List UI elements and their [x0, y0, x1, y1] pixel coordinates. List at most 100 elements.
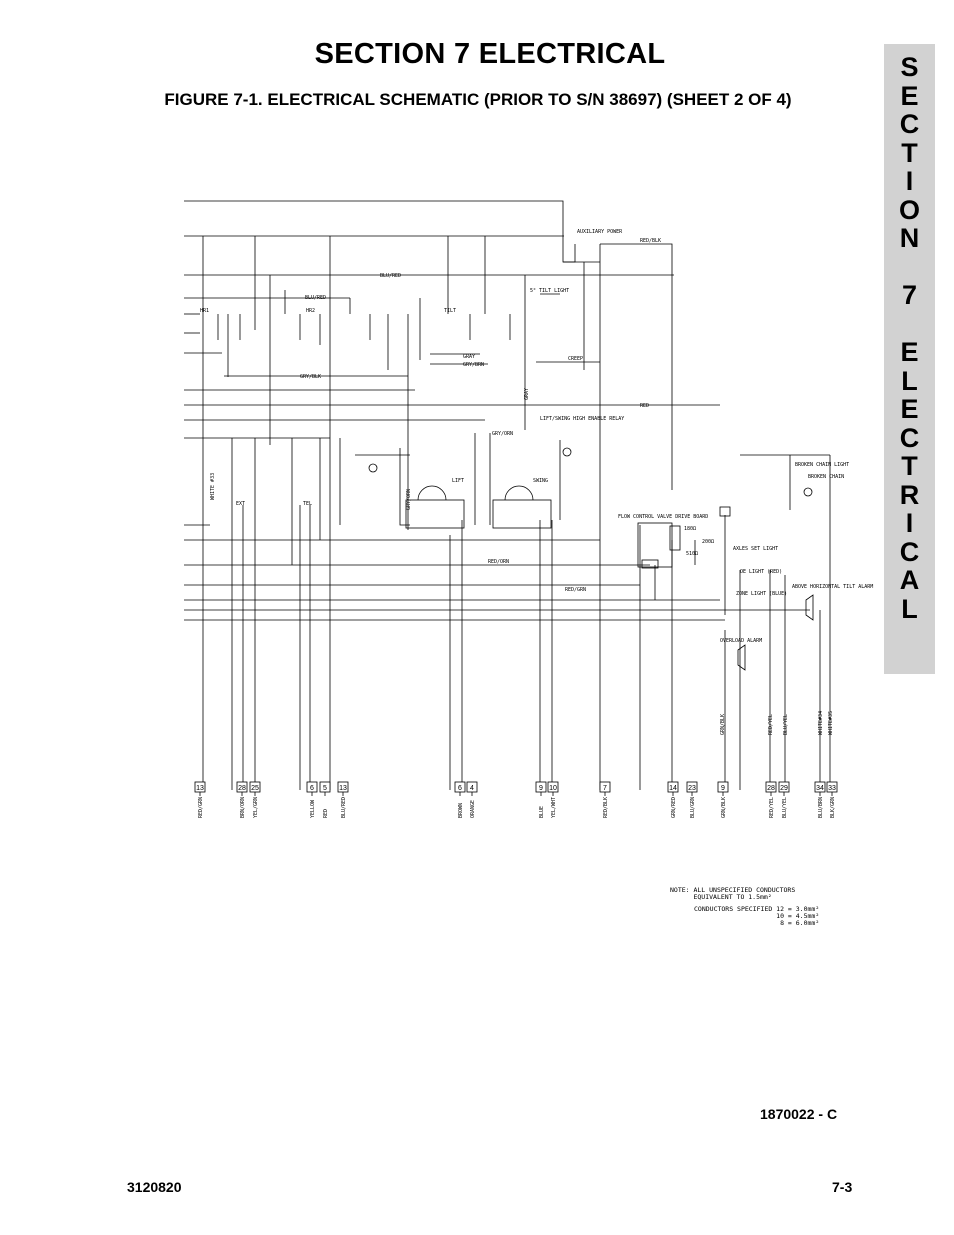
figure-title: FIGURE 7-1. ELECTRICAL SCHEMATIC (PRIOR …: [164, 90, 792, 109]
label-overload-alarm: OVERLOAD ALARM: [720, 638, 762, 644]
connector-wire-label: YELLOW: [310, 799, 316, 818]
wire-gry-orn-vertical: GRY/ORN: [406, 489, 412, 510]
wire-white-35-vertical: WHITE#35: [828, 711, 834, 735]
connector-wire-label: BLU/YEL: [782, 797, 788, 818]
side-tab-letter: C: [899, 536, 920, 567]
connector-number: 13: [196, 785, 204, 792]
connector-number: 33: [828, 785, 836, 792]
drawing-number: 1870022 - C: [760, 1106, 838, 1122]
side-tab-letter: I: [905, 508, 914, 538]
footer-page-number: 7-3: [832, 1179, 853, 1195]
connector-number: 34: [816, 785, 824, 792]
wire-red-yel-vertical: RED/YEL: [768, 714, 774, 735]
note-line-1: NOTE: ALL UNSPECIFIED CONDUCTORS: [670, 886, 796, 894]
note-line-4: 10 = 4.5mm²: [694, 912, 820, 920]
component-labels: AUXILIARY POWER 5° TILT LIGHT CREEP LIFT…: [200, 229, 873, 644]
wire-red: RED: [640, 403, 649, 409]
label-tilt-alarm: ABOVE HORIZONTAL TILT ALARM: [792, 584, 873, 590]
connector-wire-label: BLU/BRN: [818, 797, 824, 818]
connector-number: 9: [539, 785, 543, 792]
side-tab-letter: 7: [901, 280, 918, 310]
wire-labels: RED/BLK BLU/RED BLU/RED GRAY GRY/BRN GRY…: [300, 238, 834, 735]
side-tab-letter: T: [901, 137, 918, 168]
connector-number: 6: [458, 785, 462, 792]
wire-gray-vertical: GRAY: [524, 388, 530, 400]
label-broken-chain: BROKEN CHAIN: [808, 474, 844, 480]
label-tilt: TILT: [444, 308, 456, 314]
label-hr1: HR1: [200, 308, 209, 314]
label-lift-swing-relay: LIFT/SWING HIGH ENABLE RELAY: [540, 416, 624, 422]
wire-red-orn: RED/ORN: [488, 559, 509, 565]
note-line-2: EQUIVALENT TO 1.5mm²: [670, 893, 772, 901]
wire-blu-red: BLU/RED: [380, 273, 401, 279]
connector-wire-label: BLU/GRN: [690, 797, 696, 818]
note-line-5: 8 = 6.0mm²: [694, 919, 820, 927]
label-zone-light: ZONE LIGHT (BLUE): [736, 591, 787, 597]
side-tab-letter: E: [900, 337, 919, 367]
connector-wire-label: YEL/GRN: [253, 797, 259, 818]
connector-number: 28: [767, 785, 775, 792]
side-tab-letter: E: [900, 394, 919, 424]
label-white-33: WHITE #33: [210, 473, 216, 500]
wire-red-grn: RED/GRN: [565, 587, 586, 593]
side-tab-letter: C: [899, 109, 920, 139]
wire-grn-blk-vertical: GRN/BLK: [720, 714, 726, 735]
connector-wire-label: BLU/RED: [341, 797, 347, 818]
connector-number: 4: [470, 785, 474, 792]
section-title: SECTION 7 ELECTRICAL: [314, 38, 666, 70]
connector-wire-label: BLK/GRN: [830, 797, 836, 818]
side-tab-letter: C: [899, 422, 920, 453]
label-axles-set-light: AXLES SET LIGHT: [733, 546, 778, 552]
label-auxiliary-power: AUXILIARY POWER: [577, 229, 623, 235]
connector-number: 5: [323, 785, 327, 792]
side-tab-letter: T: [901, 451, 918, 481]
side-tab-letter: S: [900, 52, 919, 82]
connector-wire-label: RED/GRN: [198, 797, 204, 818]
connector-number: 14: [669, 785, 677, 792]
connector-number: 28: [238, 785, 246, 792]
wire-white-34-vertical: WHITE#34: [818, 711, 824, 735]
label-res-200: 200Ω: [702, 539, 714, 545]
side-tab-letter: E: [900, 80, 919, 111]
wire-gry-blk: GRY/BLK: [300, 374, 321, 380]
wire-gry-brn: GRY/BRN: [463, 362, 484, 368]
connector-number: 25: [251, 785, 259, 792]
connector-number: 9: [721, 785, 725, 792]
label-oe-light: OE LIGHT (RED): [740, 569, 782, 575]
side-tab-letter: R: [899, 479, 920, 510]
footer-manual-number: 3120820: [127, 1179, 182, 1195]
connector-wire-label: GRN/BLK: [721, 797, 727, 818]
connector-wire-label: RED/BLK: [603, 797, 609, 818]
connector-wire-label: ORANGE: [470, 800, 476, 818]
connector-wire-label: BLUE: [539, 806, 545, 818]
connector-number: 13: [339, 785, 347, 792]
label-tilt-light: 5° TILT LIGHT: [530, 288, 569, 294]
wire-gray: GRAY: [463, 354, 475, 360]
label-tel: TEL: [303, 501, 312, 507]
note-line-3: CONDUCTORS SPECIFIED 12 = 3.0mm²: [694, 905, 820, 913]
connector-number: 10: [549, 785, 557, 792]
label-lift: LIFT: [452, 478, 464, 484]
connector-number: 29: [780, 785, 788, 792]
wire-gry-orn: GRY/ORN: [492, 431, 513, 437]
wiring: [184, 200, 831, 790]
label-hr2: HR2: [306, 308, 315, 314]
side-tab-letter: L: [901, 365, 918, 396]
label-swing: SWING: [533, 478, 548, 484]
label-res-180: 180Ω: [684, 526, 696, 532]
connector-number: 23: [688, 785, 696, 792]
connector-wire-label: YEL/WHT: [551, 797, 557, 818]
connector-wire-label: RED/YEL: [769, 797, 775, 818]
connector-wire-label: RED: [323, 809, 329, 818]
wire-blu-red-2: BLU/RED: [305, 295, 326, 301]
label-res-510: 510Ω: [686, 551, 698, 557]
connector-wire-label: BRN/ORN: [240, 797, 246, 818]
label-creep: CREEP: [568, 356, 583, 362]
connector-wire-label: BROWN: [458, 803, 464, 818]
side-tab-letter: I: [905, 166, 914, 196]
side-tab-letter: N: [899, 223, 920, 253]
connector-wire-label: GRN/RED: [671, 797, 677, 818]
